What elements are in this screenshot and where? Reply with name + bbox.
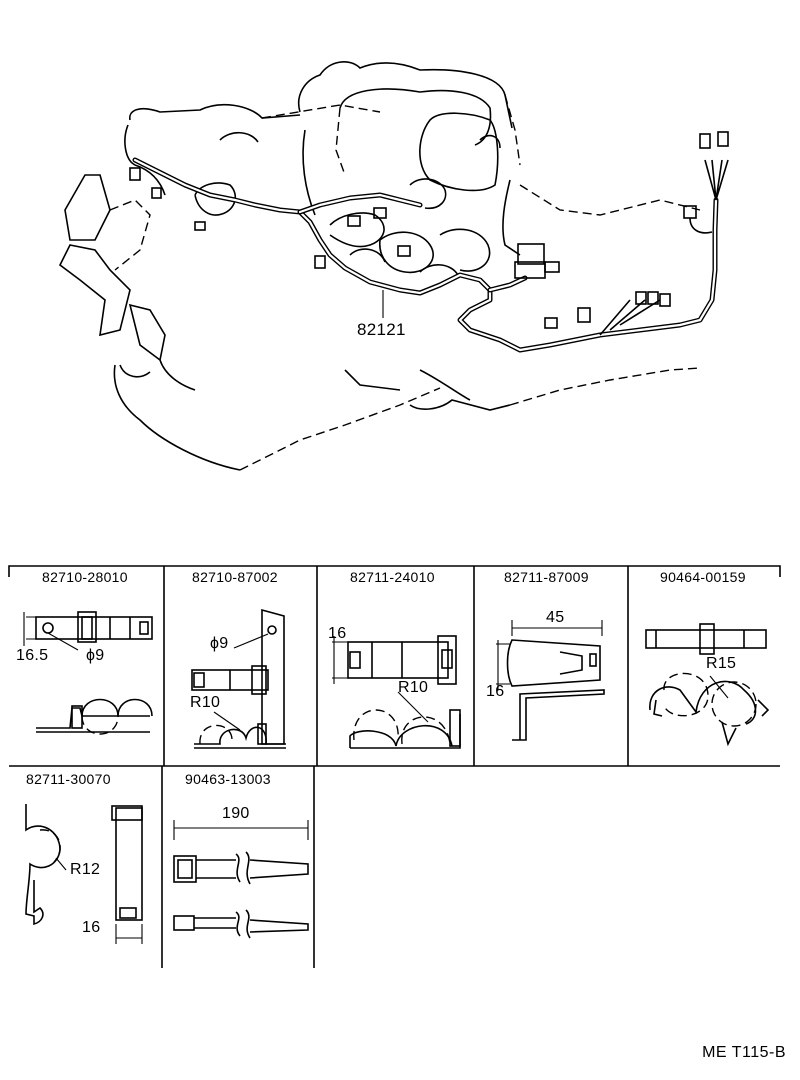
- part-number-1: 82710-28010: [42, 569, 128, 585]
- part-number-6: 82711-30070: [26, 771, 111, 787]
- dim-2-hole: ϕ9: [210, 635, 229, 652]
- engine-outline: [58, 61, 701, 471]
- part-number-2: 82710-87002: [192, 569, 278, 585]
- part-number-3: 82711-24010: [350, 569, 435, 585]
- dim-2-radius: R10: [190, 694, 221, 711]
- clip-82711-30070-drawing: [25, 804, 143, 944]
- dim-1-hole: ϕ9: [86, 647, 105, 664]
- dim-3-width: 16: [328, 625, 347, 642]
- clip-82710-87002-drawing: [191, 608, 286, 749]
- dim-6-width: 16: [82, 919, 101, 936]
- dim-6-radius: R12: [70, 861, 101, 878]
- dim-4-width: 16: [486, 683, 505, 700]
- clip-90464-00159-drawing: [645, 623, 770, 747]
- part-number-7: 90463-13003: [185, 771, 271, 787]
- dim-4-length: 45: [546, 609, 565, 626]
- connectors: [129, 131, 729, 329]
- part-number-4: 82711-87009: [504, 569, 589, 585]
- dim-5-radius: R15: [706, 655, 737, 672]
- dim-1-width: 16.5: [16, 647, 49, 664]
- part-number-5: 90464-00159: [660, 569, 746, 585]
- tie-90463-13003-drawing: [173, 820, 309, 939]
- clip-82711-24010-drawing: [332, 635, 461, 749]
- main-part-number: 82121: [357, 320, 406, 339]
- clip-82710-28010-drawing: [23, 611, 153, 735]
- dim-7-length: 190: [222, 805, 250, 822]
- clip-82711-87009-drawing: [496, 620, 605, 741]
- wire-harness: [132, 157, 729, 353]
- dim-3-radius: R10: [398, 679, 429, 696]
- illustration-reference: ME T115-B: [702, 1044, 786, 1061]
